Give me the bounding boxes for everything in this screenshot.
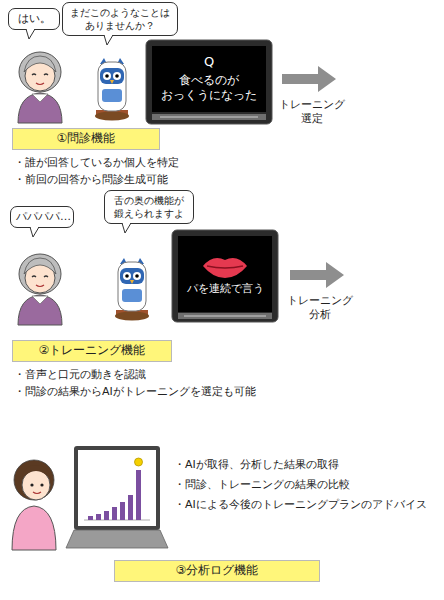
bullet-note: ・誰が回答しているか個人を特定 [14, 156, 179, 170]
elderly-woman [18, 52, 62, 123]
bullet-note: ・問診、トレーニングの結果の比較 [174, 478, 350, 492]
bubble-tail-line [30, 227, 39, 237]
bullet-note: ・AIによる今後のトレーニングプランのアドバイス [174, 498, 427, 512]
function-band: ①問診機能 [12, 128, 160, 150]
bubble-tail-fill [104, 34, 113, 45]
lips-icon [201, 254, 249, 278]
tablet-screen: Q 食べるのが おっくうになった [152, 46, 266, 112]
node-text: 舌の奥の機能が 鍛えられますよ [110, 194, 188, 220]
node-text: ③分析ログ機能 [119, 563, 315, 579]
node-text: Q [204, 54, 214, 71]
node-text: はい。 [14, 12, 54, 26]
elderly-woman [18, 254, 62, 325]
tablet-frame [172, 230, 278, 322]
node-text: パパパパ… [16, 210, 68, 224]
tablet-screen: パを連続で言う [178, 236, 272, 312]
bubble-tail-line [122, 223, 131, 233]
robot [115, 258, 149, 321]
arrow-label: トレーニング 分析 [278, 294, 362, 323]
node-text: 食べるのが おっくうになった [158, 73, 260, 104]
bullet-note: ・前回の回答から問診生成可能 [14, 173, 168, 187]
process-arrow [282, 66, 336, 92]
bubble-tail [29, 227, 41, 238]
bubble-tail-line [26, 29, 35, 39]
speech-bubble: はい。 [8, 8, 60, 30]
bubble-tail [121, 223, 133, 234]
function-band: ③分析ログ機能 [114, 560, 320, 582]
tablet-frame [146, 40, 272, 124]
speech-bubble: パパパパ… [10, 206, 74, 228]
bubble-tail-fill [30, 226, 39, 237]
process-arrow [290, 262, 344, 288]
bullet-note: ・AIが取得、分析した結果の取得 [174, 458, 339, 472]
speech-bubble: 舌の奥の機能が 鍛えられますよ [104, 190, 194, 224]
node-text: ①問診機能 [17, 131, 155, 147]
bullet-note: ・問診の結果からAIがトレーニングを選定も可能 [14, 385, 256, 399]
bubble-tail [25, 29, 37, 40]
bubble-tail-fill [122, 222, 131, 233]
young-woman [12, 460, 56, 550]
node-text: ②トレーニング機能 [17, 343, 167, 359]
robot [95, 58, 129, 121]
bubble-tail-fill [26, 28, 35, 39]
laptop [66, 446, 168, 548]
speech-bubble: まだこのようなことは ありませんか？ [62, 2, 178, 36]
bubble-tail [103, 35, 115, 46]
node-text: まだこのようなことは ありませんか？ [68, 6, 172, 32]
arrow-label: トレーニング 選定 [270, 98, 354, 127]
bullet-note: ・音声と口元の動きを認識 [14, 368, 146, 382]
function-band: ②トレーニング機能 [12, 340, 172, 362]
bubble-tail-line [104, 35, 113, 45]
node-text: パを連続で言う [187, 282, 264, 296]
